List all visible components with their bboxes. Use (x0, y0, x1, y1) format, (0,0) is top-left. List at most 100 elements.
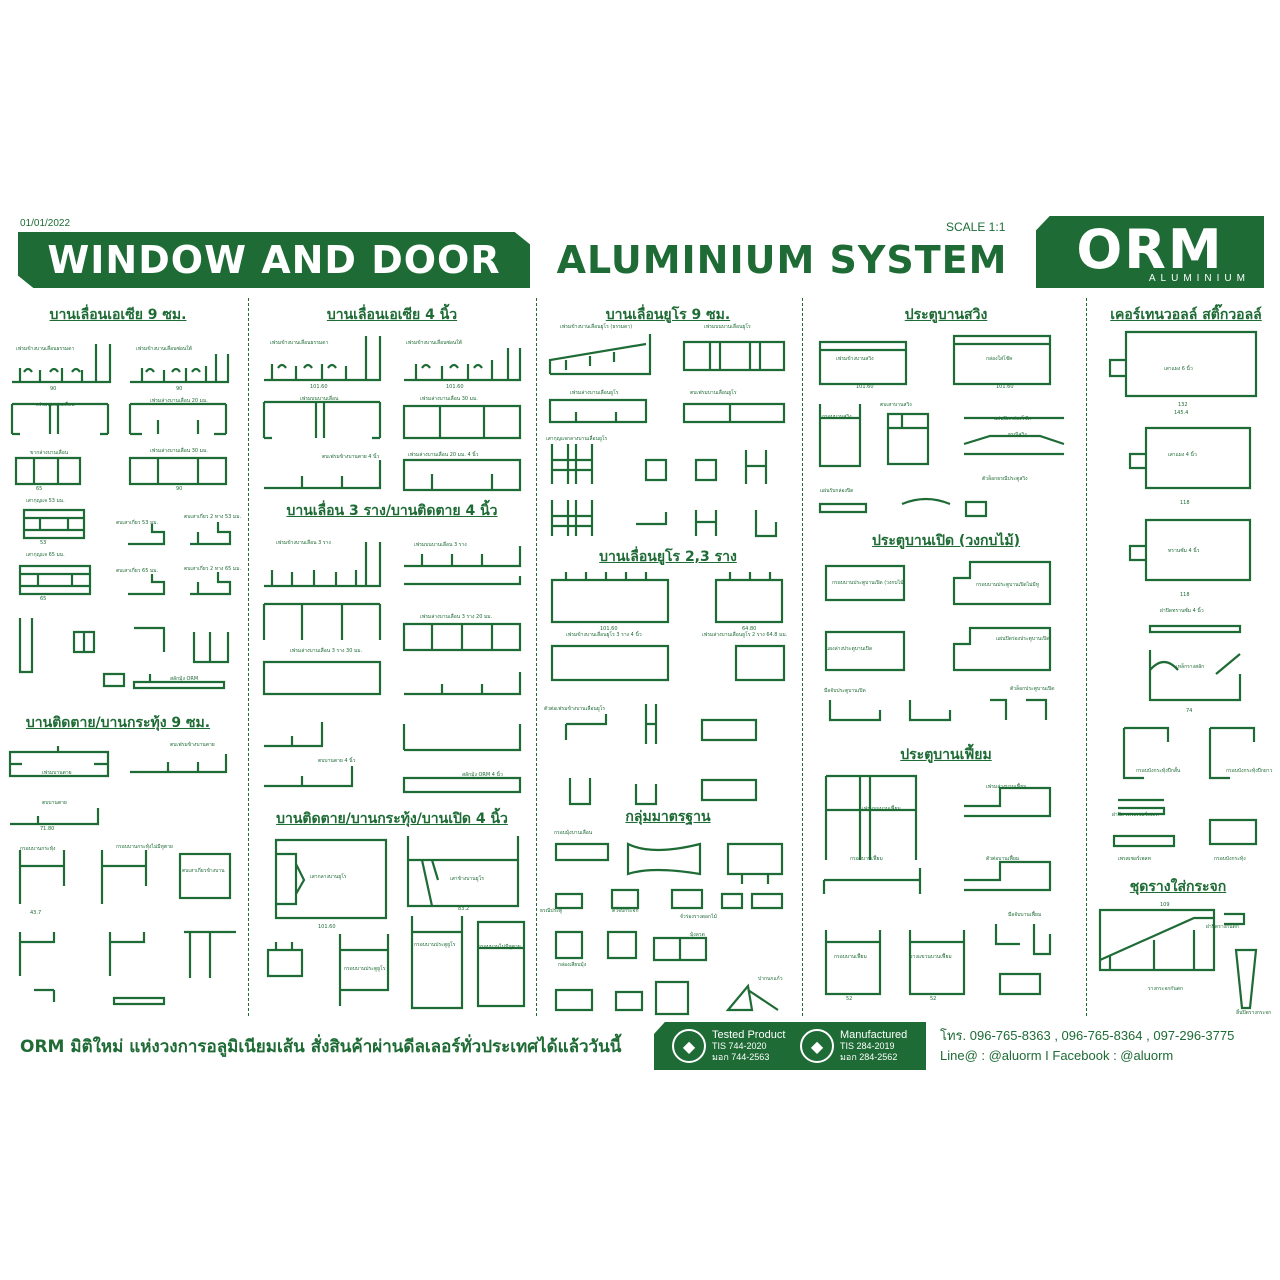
profile-drawing (22, 508, 86, 540)
section-title-glass-rail: ชุดรางใส่กระจก (1129, 879, 1227, 895)
dimension: 101.60 (310, 384, 328, 390)
cert-line: TIS 744-2020 (712, 1040, 767, 1051)
profile-drawing (554, 842, 784, 884)
profile-drawing (18, 564, 92, 596)
title-window-and-door: WINDOW AND DOOR (47, 238, 501, 282)
profile-drawing (128, 524, 166, 546)
profile-label: กรอบบังกระทุ้งปีกสั้น (1136, 768, 1181, 774)
profile-drawing (994, 924, 1052, 996)
profile-label: เฟรมบนบานเลื่อน (300, 396, 339, 402)
dimension: 145.4 (1174, 410, 1189, 416)
profile-label: ลิ้นปิดรางกระจก (1236, 1010, 1272, 1016)
profile-drawing (548, 334, 652, 376)
certification-manufactured: ◆ Manufactured TIS 284-2019 มอก 284-2562 (800, 1026, 907, 1066)
profile-label: ตบเสาบานสวิง (880, 402, 912, 408)
profile-drawing (818, 340, 908, 386)
profile-drawing (734, 644, 786, 682)
profile-drawing (476, 920, 526, 1008)
profile-drawing (338, 934, 390, 1006)
dimension: 132 (1178, 402, 1188, 408)
profile-label: ปากนกแก้ว (758, 976, 783, 982)
profile-label: เฟรมบนบานเลื่อน 3 ราง (414, 542, 467, 548)
profile-drawing (886, 412, 930, 466)
profile-drawing (824, 930, 882, 996)
profile-label: สลักมุ้ง ORM 4 นิ้ว (462, 772, 503, 778)
profile-drawing (404, 348, 522, 382)
profile-drawing (908, 930, 966, 996)
profile-drawing (402, 776, 522, 794)
profile-label: ตบบานตาย 4 นิ้ว (318, 758, 356, 764)
profile-drawing (550, 444, 768, 484)
profile-label: ตบเฟรมข้างบานตาย 4 นิ้ว (322, 454, 380, 460)
profile-label: เฟรมข้างบานสวิง (836, 356, 874, 362)
cert-line: มอก 744-2563 (712, 1051, 770, 1062)
profile-label: กรอบบานประตูยูโร (414, 942, 456, 948)
profile-label: ธรณีสวิง (1008, 432, 1027, 438)
profile-drawing (554, 930, 638, 960)
profile-label: กรอบบานประตูบานเปิดไม่มีหู (976, 582, 1040, 588)
profile-label: เฟรมข้างบานเลื่อนธรรมดา (270, 340, 329, 346)
profile-drawing (1128, 426, 1252, 490)
profile-label: แผ่นปิดร่องประตูบานเปิด (996, 636, 1050, 642)
profile-drawing (1128, 518, 1252, 582)
profile-label: เฟรมล่างบานเลื่อน 20 มม. (150, 398, 208, 404)
profile-drawing (406, 836, 520, 908)
profile-label: ตบเสาเกี่ยวข้างบาน (182, 868, 225, 874)
profile-label: เฟรมล่างบานเลื่อนยูโร (570, 390, 619, 396)
section-title-3rail-4in: บานเลื่อน 3 ราง/บานติดตาย 4 นิ้ว (286, 503, 498, 519)
profile-label: เสาแผง 4 นิ้ว (1168, 452, 1197, 458)
profile-drawing (10, 808, 100, 826)
dimension: 101.60 (600, 626, 618, 632)
profile-drawing (12, 344, 112, 384)
issue-date: 01/01/2022 (20, 218, 71, 229)
profile-label: ตัวล็อกธรณีประตูสวิง (982, 476, 1028, 482)
profile-drawing (262, 660, 382, 696)
profile-label: เฟรมล่างบานเลื่อน 30 มม. (150, 448, 208, 454)
profile-drawing (963, 416, 1065, 456)
profile-drawing (824, 564, 906, 602)
profile-label: แผ่นรับกล่องปิด (820, 488, 854, 494)
logo-subtext: ALUMINIUM (1148, 273, 1250, 284)
dimension: 64.80 (742, 626, 757, 632)
profile-drawing (402, 458, 522, 492)
dimension: 43.7 (30, 910, 42, 916)
scale-label: SCALE 1:1 (946, 220, 1006, 234)
footer-slogan: ORM มิติใหม่ แห่งวงการอลูมิเนียมเส้น สั่… (20, 1036, 622, 1057)
dimension: 52 (846, 996, 853, 1002)
profile-label: ฝาปิดรางกันตก (1206, 924, 1239, 930)
profile-drawing (128, 456, 228, 486)
profile-drawing (1122, 726, 1170, 780)
profile-drawing (264, 542, 382, 588)
profile-drawing (818, 497, 988, 518)
profile-drawing (100, 850, 148, 904)
profile-drawing (264, 722, 324, 748)
profile-drawing (404, 546, 522, 586)
profile-drawing (8, 746, 110, 778)
column-divider (1086, 298, 1087, 1016)
profile-label: เฟรมบานตาย (42, 770, 72, 776)
dimension: 118 (1180, 500, 1190, 506)
profile-drawing (824, 630, 906, 672)
profile-label: มือจับประตูบานเปิด (824, 688, 866, 694)
profile-label: ตบเฟรมบานเลื่อนยูโร (690, 390, 737, 396)
cert-title: Tested Product (712, 1028, 786, 1041)
profile-label: รางกระจกกันตก (1148, 986, 1184, 992)
profile-label: เฟรมบนบานเลื่อน (36, 402, 75, 408)
profile-drawing (264, 336, 382, 382)
profile-label: ตบเสาเกี่ยว 2 ทาง 53 มม. (184, 514, 242, 520)
profile-label: เฟรมข้างบานเลื่อนซ่อนใต้ (406, 340, 462, 346)
profile-label: แผงล่างประตูบานเปิด (826, 646, 873, 652)
profile-drawing (1098, 908, 1246, 972)
profile-label: เสากุญแจ 65 มม. (26, 552, 65, 558)
profile-drawing (824, 774, 918, 860)
profile-label: มุ้งลวด (690, 932, 705, 938)
profile-label: ตัวต่อเฟรมข้างบานเลื่อนยูโร (544, 706, 606, 712)
tis-mark-icon: ◆ (800, 1029, 834, 1063)
profile-label: ทรานซั่ม 4 นิ้ว (1168, 548, 1200, 554)
dimension: 90 (50, 386, 57, 392)
profile-label: เสาแผง 6 นิ้ว (1164, 366, 1193, 372)
dimension: 101.60 (318, 924, 336, 930)
profile-drawing (952, 334, 1052, 386)
profile-drawing (564, 704, 758, 806)
profile-label: เหล็กรางสลัก (1176, 664, 1205, 670)
